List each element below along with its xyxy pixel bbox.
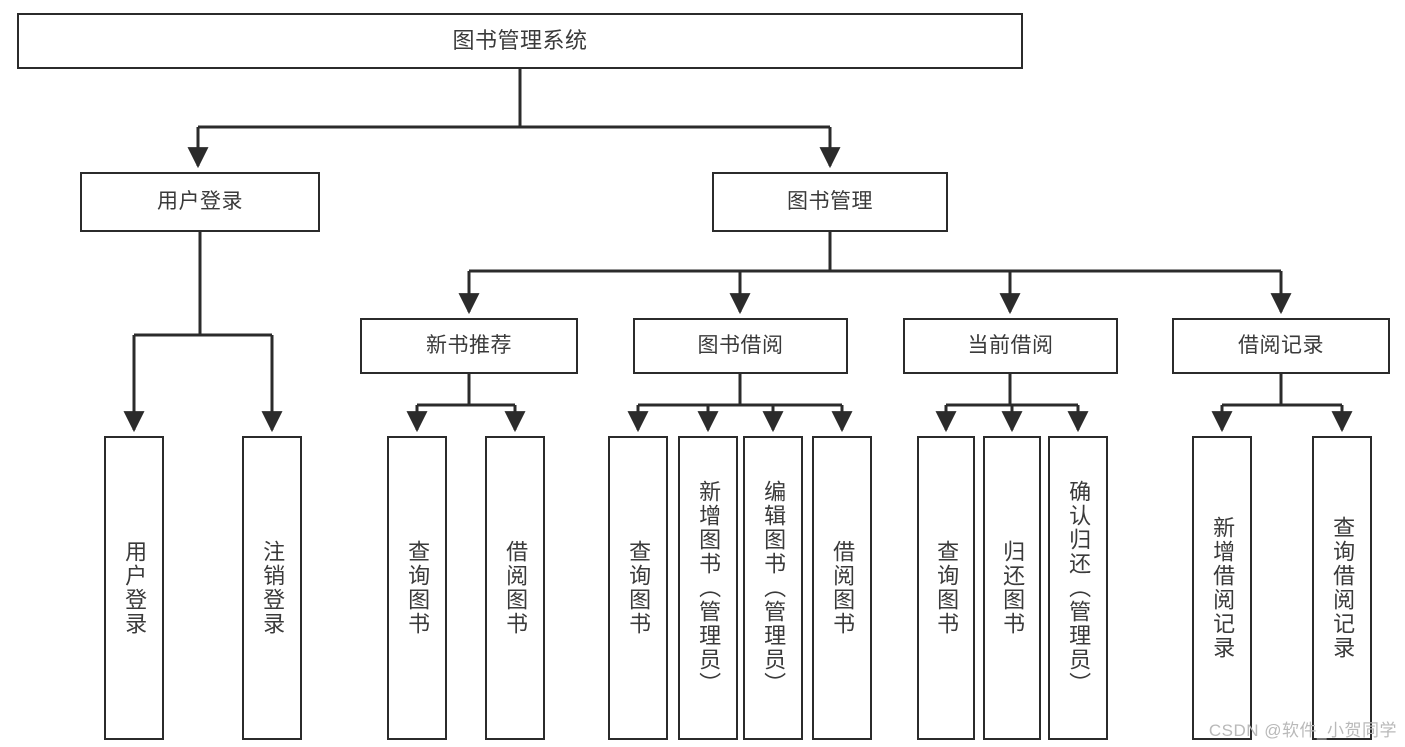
edge-userlogin-to-leaves: [123, 232, 283, 433]
node-leaf-confirm-return-label: 确认归还（管理员）: [1066, 480, 1092, 696]
node-leaf-borrow-book[interactable]: 借阅图书: [812, 436, 872, 740]
node-leaf-query-book-borrow[interactable]: 查询图书: [608, 436, 668, 740]
node-leaf-query-book-borrow-label: 查询图书: [626, 540, 652, 636]
node-leaf-query-book-cur[interactable]: 查询图书: [917, 436, 975, 740]
node-leaf-query-book-rec-label: 查询图书: [405, 540, 431, 636]
csdn-watermark: CSDN @软件_小贺同学: [1208, 721, 1397, 740]
edge-newbookrec-to-leaves: [406, 374, 526, 433]
edge-root-to-level2: [187, 69, 841, 169]
node-leaf-confirm-return[interactable]: 确认归还（管理员）: [1048, 436, 1108, 740]
node-borrow-record[interactable]: 借阅记录: [1172, 318, 1390, 374]
node-user-login-label: 用户登录: [157, 189, 243, 213]
node-leaf-user-logout[interactable]: 注销登录: [242, 436, 302, 740]
node-leaf-query-record-label: 查询借阅记录: [1330, 516, 1356, 660]
edge-bookmanage-to-level3: [458, 232, 1292, 315]
node-leaf-borrow-book-rec-label: 借阅图书: [503, 540, 529, 636]
node-leaf-query-book-cur-label: 查询图书: [934, 540, 960, 636]
node-leaf-add-book[interactable]: 新增图书（管理员）: [678, 436, 738, 740]
node-root-label: 图书管理系统: [452, 28, 588, 54]
node-book-borrow-label: 图书借阅: [697, 333, 784, 357]
node-new-book-rec-label: 新书推荐: [426, 333, 512, 357]
node-leaf-return-book-label: 归还图书: [1000, 540, 1026, 636]
node-leaf-query-book-rec[interactable]: 查询图书: [387, 436, 447, 740]
edge-borrowrecord-to-leaves: [1211, 374, 1353, 433]
node-leaf-edit-book[interactable]: 编辑图书（管理员）: [743, 436, 803, 740]
node-root[interactable]: 图书管理系统: [17, 13, 1023, 69]
node-leaf-borrow-book-rec[interactable]: 借阅图书: [485, 436, 545, 740]
node-leaf-add-book-label: 新增图书（管理员）: [696, 480, 722, 696]
node-leaf-user-logout-label: 注销登录: [260, 540, 286, 636]
node-new-book-rec[interactable]: 新书推荐: [360, 318, 578, 374]
node-leaf-query-record[interactable]: 查询借阅记录: [1312, 436, 1372, 740]
node-book-borrow[interactable]: 图书借阅: [633, 318, 848, 374]
node-current-borrow[interactable]: 当前借阅: [903, 318, 1118, 374]
node-leaf-return-book[interactable]: 归还图书: [983, 436, 1041, 740]
node-leaf-add-record-label: 新增借阅记录: [1210, 516, 1236, 660]
node-borrow-record-label: 借阅记录: [1238, 333, 1324, 357]
node-book-manage[interactable]: 图书管理: [712, 172, 948, 232]
edge-bookborrow-to-leaves: [627, 374, 853, 433]
edge-currentborrow-to-leaves: [935, 374, 1089, 433]
node-leaf-add-record[interactable]: 新增借阅记录: [1192, 436, 1252, 740]
node-current-borrow-label: 当前借阅: [967, 333, 1054, 357]
node-book-manage-label: 图书管理: [787, 189, 873, 213]
node-leaf-edit-book-label: 编辑图书（管理员）: [761, 480, 787, 696]
node-user-login[interactable]: 用户登录: [80, 172, 320, 232]
node-leaf-user-login[interactable]: 用户登录: [104, 436, 164, 740]
node-leaf-borrow-book-label: 借阅图书: [830, 540, 856, 636]
node-leaf-user-login-label: 用户登录: [122, 540, 148, 636]
